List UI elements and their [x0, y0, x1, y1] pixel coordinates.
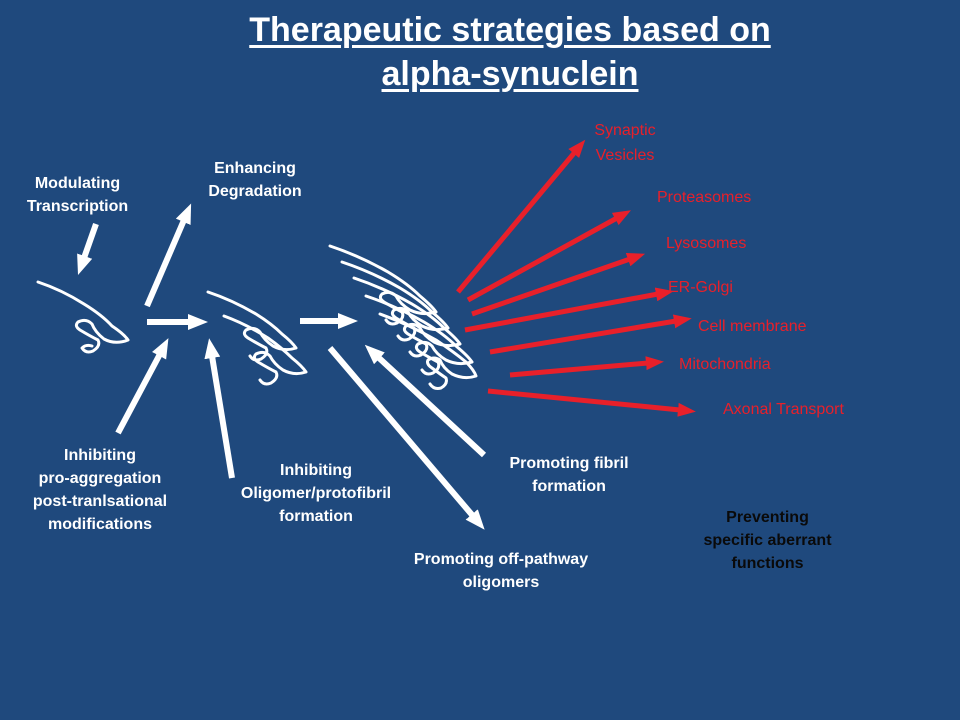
title-line-1: Therapeutic strategies based on	[249, 11, 771, 49]
target-cell-membrane: Cell membrane	[698, 318, 807, 335]
label-inhibiting-oligomer: Inhibiting Oligomer/protofibril formatio…	[240, 462, 392, 525]
arrow-synaptic-vesicles	[456, 139, 586, 294]
label-promoting-fibril: Promoting fibril formation	[509, 455, 629, 495]
arrow-axonal-transport	[487, 388, 696, 417]
target-proteasomes: Proteasomes	[657, 189, 752, 206]
arrow-promoting-fibril	[364, 344, 487, 458]
arrow-er-golgi	[464, 287, 674, 333]
page-title: Therapeutic strategies based on alpha-sy…	[0, 8, 960, 96]
label-enhancing-degradation: Enhancing Degradation	[208, 160, 302, 200]
target-axonal-transport: Axonal Transport	[723, 401, 844, 418]
arrow-inhibiting-oligomer	[204, 338, 235, 479]
arrow-proteasomes	[466, 210, 632, 303]
target-lysosomes: Lysosomes	[666, 235, 747, 252]
arrow-promoting-off-pathway	[327, 346, 485, 530]
target-synaptic-vesicles: Synaptic Vesicles	[594, 122, 656, 164]
title-line-2: alpha-synuclein	[381, 55, 639, 93]
target-mitochondria: Mitochondria	[679, 356, 771, 373]
arrow-mitochondria	[509, 356, 664, 378]
label-inhibiting-ptm: Inhibiting pro-aggregation post-tranlsat…	[32, 447, 168, 533]
target-er-golgi: ER-Golgi	[668, 279, 733, 296]
fibril-shape	[328, 244, 478, 390]
label-preventing-functions: Preventing specific aberrant functions	[703, 509, 832, 572]
arrow-modulating-transcription	[77, 223, 99, 275]
label-modulating-transcription: Modulating Transcription	[26, 175, 129, 215]
label-promoting-off-pathway: Promoting off-pathway oligomers	[413, 551, 589, 591]
arrow-inhibiting-ptm	[115, 338, 169, 435]
arrow-cell-membrane	[489, 314, 692, 355]
monomer-shape	[36, 280, 130, 354]
strategy-arrows	[77, 203, 487, 530]
oligomer-shape	[206, 290, 308, 386]
arrow-enhancing-degradation	[144, 203, 192, 308]
arrow-lysosomes	[471, 253, 646, 317]
target-arrows	[456, 139, 696, 417]
